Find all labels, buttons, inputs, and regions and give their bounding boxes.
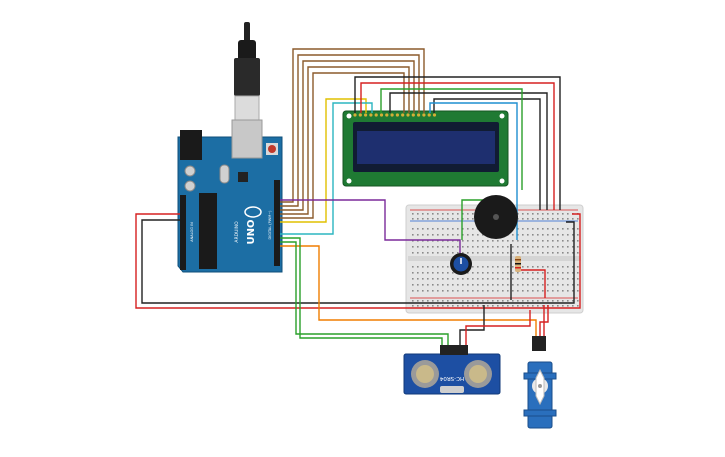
lcd-pin xyxy=(417,113,421,117)
piezo-buzzer xyxy=(474,195,518,239)
usb-plug xyxy=(234,58,260,96)
lcd-screen xyxy=(357,131,495,164)
analog-pins-label: ANALOG IN xyxy=(190,222,194,242)
lcd-pin xyxy=(369,113,373,117)
lcd-pin xyxy=(374,113,378,117)
lcd-pin xyxy=(427,113,431,117)
wires xyxy=(135,48,581,345)
lcd-pin xyxy=(353,113,357,117)
breadboard xyxy=(405,204,584,314)
lcd-pin xyxy=(432,113,437,117)
lcd-pin xyxy=(411,113,415,117)
microcontroller-chip xyxy=(199,193,217,269)
lcd-pin xyxy=(385,113,389,117)
lcd-pin xyxy=(364,113,368,117)
potentiometer xyxy=(450,253,472,275)
lcd-display xyxy=(342,110,509,187)
power-analog-header xyxy=(180,195,186,270)
lcd-pin xyxy=(406,113,410,117)
digital-pin-header xyxy=(274,180,280,266)
lcd-pin xyxy=(390,113,394,117)
digital-pins-label: DIGITAL (PWM~) xyxy=(268,210,272,240)
ultrasonic-label: HC-SR04 xyxy=(439,375,464,381)
lcd-pin xyxy=(358,113,362,117)
ultrasonic-sensor: HC-SR04 xyxy=(403,345,501,395)
lcd-pin xyxy=(395,113,399,117)
lcd-pin xyxy=(422,113,426,117)
servo-motor xyxy=(523,336,557,429)
lcd-pin-header xyxy=(353,113,437,117)
lcd-pin xyxy=(401,113,405,117)
arduino-uno-logo: UNO xyxy=(246,220,257,245)
arduino-brand-label: ARDUINO xyxy=(234,221,240,243)
lcd-pin xyxy=(379,113,384,117)
arduino-uno-board: UNO ARDUINO DIGITAL (PWM~) ANALOG IN xyxy=(177,22,283,273)
arduino-infinity-icon xyxy=(244,206,262,218)
resistor xyxy=(515,256,521,272)
